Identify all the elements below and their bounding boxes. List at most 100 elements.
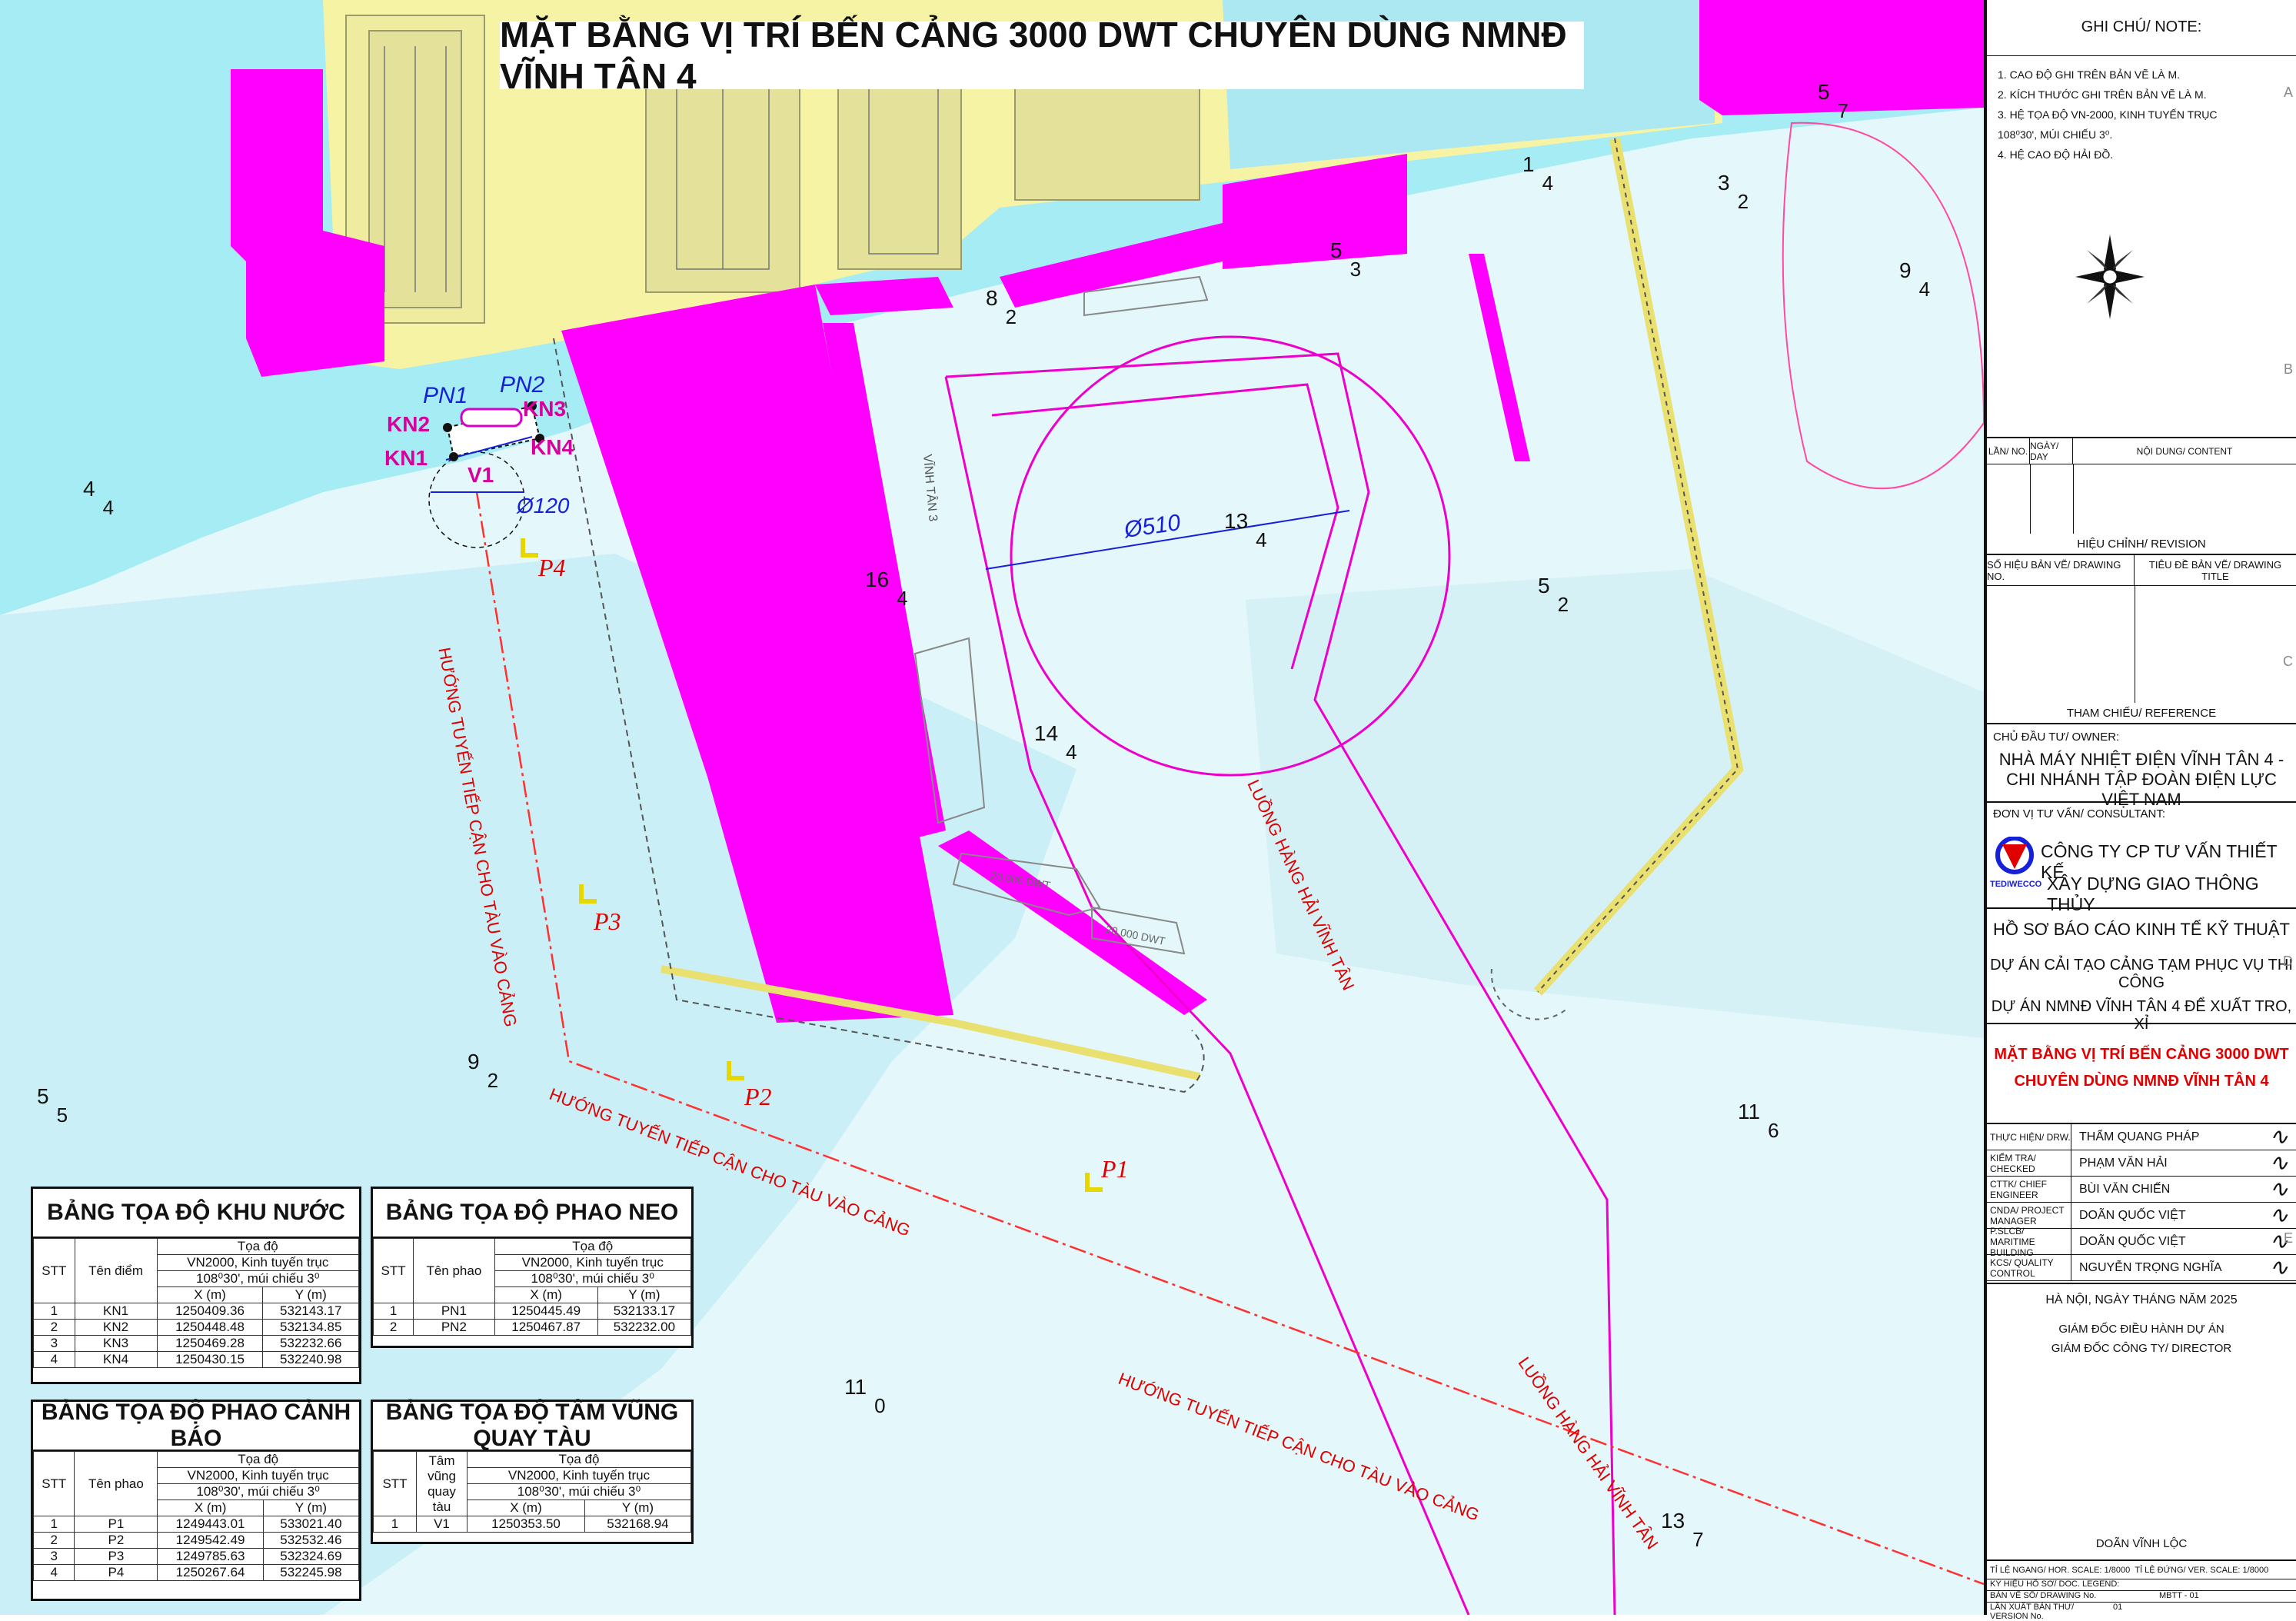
header-coord: Tọa độ <box>494 1238 692 1255</box>
notes-section: GHI CHÚ/ NOTE: 1. CAO ĐỘ GHI TRÊN BẢN VẼ… <box>1987 0 2296 438</box>
revision-section: LẦN/ NO. NGÀY/ DAY NỘI DUNG/ CONTENT HIỆ… <box>1987 438 2296 555</box>
company-logo-icon <box>1995 837 2034 874</box>
owner-line-1: NHÀ MÁY NHIỆT ĐIỆN VĨNH TÂN 4 - <box>1998 750 2284 769</box>
note-2: 2. KÍCH THƯỚC GHI TRÊN BẢN VẼ LÀ M. <box>1998 88 2207 101</box>
consultant-line-1: CÔNG TY CP TƯ VẤN THIẾT KẾ <box>2041 841 2278 882</box>
label-d120: Ø120 <box>517 494 570 518</box>
label-pn1: PN1 <box>423 383 468 408</box>
depth-sounding: 134 <box>1224 509 1267 551</box>
depth-decimal: 6 <box>1768 1119 1779 1142</box>
header-sys: VN2000, Kinh tuyến trục <box>467 1467 691 1484</box>
table-cell: 532133.17 <box>597 1303 692 1320</box>
signature-icon: ∿ <box>2268 1150 2288 1177</box>
hor-scale-label: TỈ LỆ NGANG/ HOR. SCALE: <box>1990 1565 2102 1575</box>
rev-date-header: NGÀY/ DAY <box>2030 438 2073 464</box>
owner-line-2: CHI NHÁNH TẬP ĐOÀN ĐIỆN LỰC VIỆT NAM <box>2006 770 2277 809</box>
table-cell: 532232.00 <box>597 1319 692 1336</box>
table-cell: P3 <box>74 1548 158 1565</box>
depth-decimal: 4 <box>102 496 115 519</box>
notes-list: 1. CAO ĐỘ GHI TRÊN BẢN VẼ LÀ M. 2. KÍCH … <box>1998 65 2259 165</box>
table-cell: KN2 <box>74 1319 158 1336</box>
label-p4: P4 <box>538 554 566 581</box>
depth-main: 11 <box>1738 1100 1761 1123</box>
depth-main: 5 <box>1818 80 1830 104</box>
note-1: 1. CAO ĐỘ GHI TRÊN BẢN VẼ LÀ M. <box>1998 68 2181 81</box>
depth-main: 4 <box>83 477 95 501</box>
drawing-title-section: MẶT BẰNG VỊ TRÍ BẾN CẢNG 3000 DWT CHUYÊN… <box>1987 1024 2296 1124</box>
depth-main: 9 <box>468 1050 480 1073</box>
table-cell: KN1 <box>74 1303 158 1320</box>
anchor-points <box>443 401 544 461</box>
consultant-line-2: XÂY DỰNG GIAO THÔNG THỦY <box>2047 874 2259 914</box>
port-map[interactable]: MẶT BẰNG VỊ TRÍ BẾN CẢNG 3000 DWT CHUYÊN… <box>0 0 1984 1615</box>
staff-row: THỰC HIỆN/ DRW.THẨM QUANG PHÁP∿ <box>1987 1123 2296 1150</box>
header-x: X (m) <box>494 1286 598 1303</box>
depth-decimal: 2 <box>1557 593 1569 616</box>
staff-name: NGUYỄN TRỌNG NGHĨA <box>2079 1260 2222 1274</box>
table-cell: KN3 <box>74 1335 158 1352</box>
staff-role: KIỂM TRA/ CHECKED <box>1987 1150 2071 1176</box>
table-cell: 1 <box>373 1516 417 1533</box>
table-cell: 532232.66 <box>262 1335 359 1352</box>
depth-decimal: 4 <box>1066 741 1077 764</box>
signature-icon: ∿ <box>2268 1228 2288 1255</box>
table-cell: PN1 <box>413 1303 495 1320</box>
table-cell: V1 <box>416 1516 468 1533</box>
grid-mark-d: D <box>2283 954 2293 969</box>
depth-main: 5 <box>1330 238 1343 262</box>
warning-buoys <box>521 538 1103 1192</box>
depth-decimal: 4 <box>897 587 908 610</box>
depth-decimal: 7 <box>1837 99 1849 122</box>
table-cell: 532143.17 <box>262 1303 359 1320</box>
header-name: Tên phao <box>413 1238 495 1303</box>
notes-title: GHI CHÚ/ NOTE: <box>2081 18 2202 35</box>
table-cell: KN4 <box>74 1351 158 1368</box>
depth-sounding: 52 <box>1538 574 1569 616</box>
legend-label: KÝ HIỆU HỒ SƠ/ DOC. LEGEND: <box>1987 1579 2296 1591</box>
scale-section: TỈ LỆ NGANG/ HOR. SCALE: 1/8000 TỈ LỆ ĐỨ… <box>1987 1561 2296 1621</box>
table-cell: 1 <box>372 1303 414 1320</box>
header-coord: Tọa độ <box>156 1238 360 1255</box>
header-sys: VN2000, Kinh tuyến trục <box>157 1467 359 1484</box>
table-cell: 4 <box>32 1564 75 1581</box>
depth-main: 5 <box>37 1084 49 1108</box>
compass-icon <box>2075 235 2145 319</box>
signature-icon: ∿ <box>2268 1123 2288 1150</box>
version-value: 01 <box>2113 1603 2123 1612</box>
depth-main: 9 <box>1899 258 1912 282</box>
depth-sounding: 57 <box>1818 80 1848 122</box>
depth-main: 11 <box>844 1375 867 1399</box>
reference-section: SỐ HIỆU BẢN VẼ/ DRAWING NO. TIÊU ĐỀ BẢN … <box>1987 555 2296 724</box>
header-y: Y (m) <box>262 1286 359 1303</box>
report-title: HỒ SƠ BÁO CÁO KINH TẾ KỸ THUẬT <box>1992 920 2290 939</box>
label-p3: P3 <box>594 907 621 935</box>
header-stt: STT <box>33 1238 75 1303</box>
dwg-title-header: TIÊU ĐỀ BẢN VẼ/ DRAWING TITLE <box>2148 558 2282 582</box>
table-cell: 1249785.63 <box>157 1548 264 1565</box>
drawing-title-2: CHUYÊN DÙNG NMNĐ VĨNH TÂN 4 <box>2014 1073 2269 1090</box>
header-name: Tâm vũng quay tàu <box>416 1451 468 1516</box>
table-cell: PN2 <box>413 1319 495 1336</box>
header-name: Tên điểm <box>74 1238 158 1303</box>
table-cell: 533021.40 <box>262 1516 360 1533</box>
consultant-label: ĐƠN VỊ TƯ VẤN/ CONSULTANT: <box>1993 807 2166 820</box>
depth-main: 13 <box>1224 509 1249 533</box>
table-cell: 2 <box>32 1532 75 1549</box>
table-cell: 1 <box>33 1303 75 1320</box>
grid-mark-b: B <box>2283 361 2293 377</box>
table-cell: P2 <box>74 1532 158 1549</box>
header-name: Tên phao <box>74 1451 158 1516</box>
drawing-no-value: MBTT - 01 <box>2159 1591 2199 1600</box>
table-cell: 3 <box>33 1335 75 1352</box>
berth-areas <box>231 0 1984 1023</box>
depth-main: 13 <box>1661 1509 1685 1533</box>
